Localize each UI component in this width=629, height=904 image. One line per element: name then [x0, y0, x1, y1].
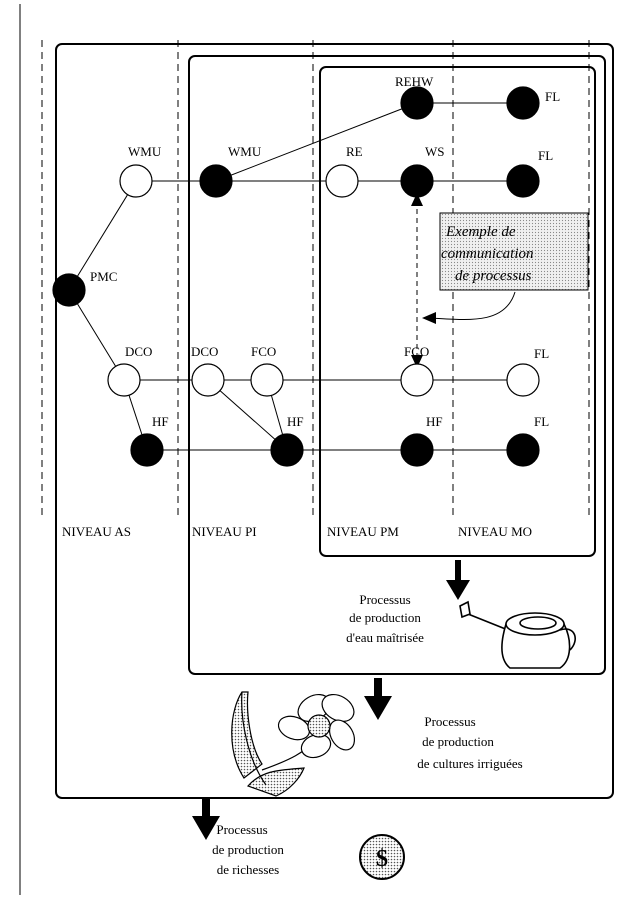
node-fco-pm [401, 364, 433, 396]
box-level-pm [320, 67, 595, 556]
flower-icon [232, 689, 360, 796]
callout-pointer-head [422, 312, 436, 324]
water-process-l1: Processus [359, 592, 410, 607]
label-ws: WS [425, 144, 445, 159]
node-fl-4 [507, 434, 539, 466]
level-pm-label: NIVEAU PM [327, 524, 399, 539]
process-labels: Processus de production d'eau maîtrisée … [212, 592, 523, 877]
crops-process-l2: de production [422, 734, 494, 749]
node-ws [401, 165, 433, 197]
wealth-process-l1: Processus [216, 822, 267, 837]
label-re: RE [346, 144, 363, 159]
node-fl-3 [507, 364, 539, 396]
crops-process-l3: de cultures irriguées [417, 756, 522, 771]
callout-pointer [430, 292, 515, 320]
label-fl-3: FL [534, 346, 549, 361]
water-process-l2: de production [349, 610, 421, 625]
label-wmu-as: WMU [128, 144, 162, 159]
down-arrow-icon [364, 678, 392, 720]
label-pmc: PMC [90, 269, 117, 284]
node-rehw [401, 87, 433, 119]
label-hf-pi: HF [287, 414, 304, 429]
node-wmu-as [120, 165, 152, 197]
level-pi-label: NIVEAU PI [192, 524, 257, 539]
node-re [326, 165, 358, 197]
level-as-label: NIVEAU AS [62, 524, 131, 539]
label-wmu-pi: WMU [228, 144, 262, 159]
node-hf-pi [271, 434, 303, 466]
node-fl-2 [507, 165, 539, 197]
label-fl-4: FL [534, 414, 549, 429]
watering-can-icon [460, 602, 575, 668]
label-dco-pi: DCO [191, 344, 218, 359]
wealth-process-l2: de production [212, 842, 284, 857]
node-pmc [53, 274, 85, 306]
label-hf-as: HF [152, 414, 169, 429]
label-dco-as: DCO [125, 344, 152, 359]
callout-line-2: communication [441, 246, 533, 262]
coin-icon: $ [360, 835, 404, 879]
coin-symbol: $ [376, 846, 388, 872]
callout-line-1: Exemple de [445, 224, 516, 240]
node-dco-as [108, 364, 140, 396]
water-process-l3: d'eau maîtrisée [346, 630, 424, 645]
label-fl-1: FL [545, 89, 560, 104]
label-fco-pm: FCO [404, 344, 429, 359]
node-wmu-pi [200, 165, 232, 197]
node-hf-as [131, 434, 163, 466]
node-hf-pm [401, 434, 433, 466]
callout-line-3: de processus [455, 268, 532, 284]
label-fl-2: FL [538, 148, 553, 163]
crops-process-l1: Processus [424, 714, 475, 729]
down-arrow-icon [446, 560, 470, 600]
wealth-process-l3: de richesses [217, 862, 279, 877]
level-labels: NIVEAU AS NIVEAU PI NIVEAU PM NIVEAU MO [62, 524, 532, 539]
label-rehw: REHW [395, 74, 434, 89]
node-dco-pi [192, 364, 224, 396]
label-hf-pm: HF [426, 414, 443, 429]
level-mo-label: NIVEAU MO [458, 524, 532, 539]
label-fco-pi: FCO [251, 344, 276, 359]
node-fl-1 [507, 87, 539, 119]
node-fco-pi [251, 364, 283, 396]
